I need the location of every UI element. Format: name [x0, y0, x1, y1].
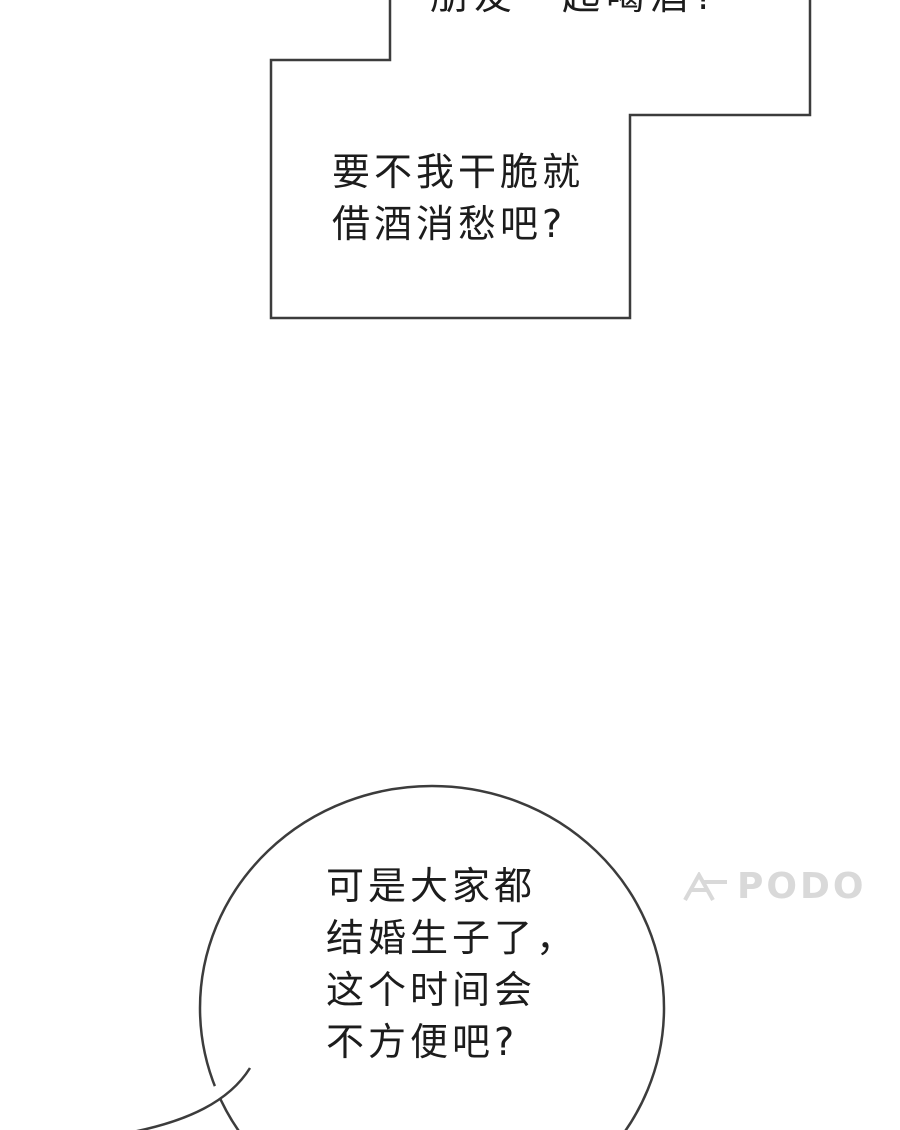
dialogue-line: 要不我干脆就	[332, 150, 585, 194]
dialogue-line: 这个时间会	[326, 968, 537, 1012]
podo-logo-icon	[683, 871, 727, 901]
bottom-bubble-dialogue: 可是大家都 结婚生子了， 这个时间会 不方便吧?	[326, 860, 578, 1068]
bottom-speech-bubble-tail	[129, 1067, 252, 1130]
watermark-text: PODO	[737, 866, 867, 907]
dialogue-line: 可是大家都	[326, 864, 537, 908]
dialogue-line: 结婚生子了，	[326, 916, 579, 960]
top-bubble-dialogue: 要不我干脆就 借酒消愁吧?	[332, 146, 584, 250]
dialogue-line: 不方便吧?	[326, 1020, 519, 1064]
bottom-speech-bubble-outline	[198, 784, 666, 1130]
watermark: PODO	[683, 866, 866, 907]
dialogue-line: 借酒消愁吧?	[332, 202, 567, 246]
top-speech-bubble-outline	[269, 0, 812, 320]
cutoff-dialogue-text: 朋友一起喝酒?	[430, 0, 720, 16]
